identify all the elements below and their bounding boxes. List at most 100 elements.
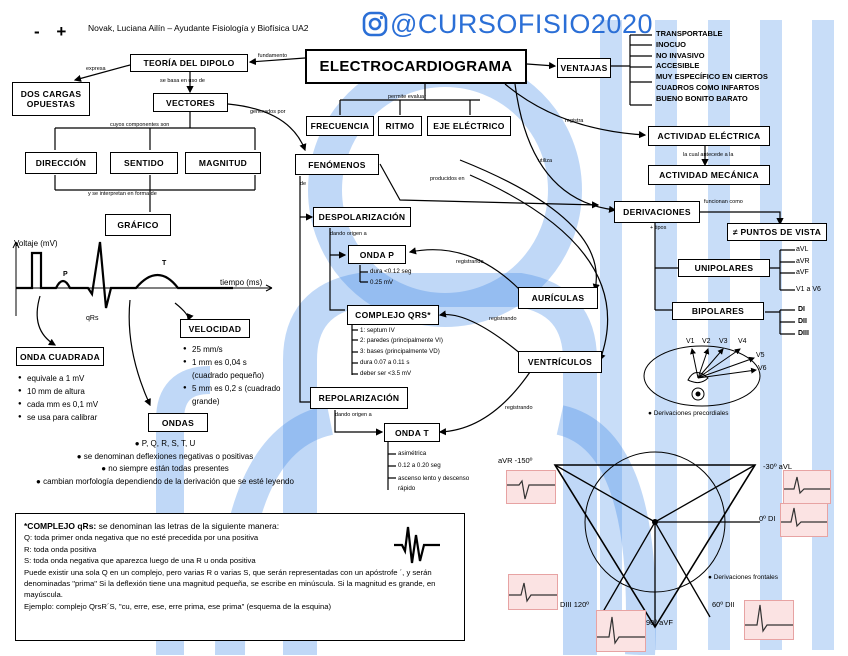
ondas-list: ● P, Q, R, S, T, U ● se denominan deflex…: [30, 438, 300, 488]
node-eje-electrico: EJE ELÉCTRICO: [427, 116, 511, 136]
qrs-detail: 3: bases (principalmente VD): [360, 348, 440, 355]
lead-label: DI: [798, 306, 805, 313]
qrs-detail: 1: septum IV: [360, 327, 395, 334]
node-puntos-de-vista: ≠ PUNTOS DE VISTA: [727, 223, 827, 241]
ecg-strip-avf: [596, 610, 646, 652]
node-direccion: DIRECCIÓN: [25, 152, 97, 174]
precordial-lead-label: V3: [719, 338, 728, 345]
list-item: ● P, Q, R, S, T, U: [134, 439, 196, 448]
onda-t-detail: 0.12 a 0.20 seg: [398, 462, 441, 469]
link-se-basa: se basa en uso de: [160, 78, 205, 84]
lead-label: V1 a V6: [796, 286, 821, 293]
ecg-strip-avr: [506, 470, 556, 504]
node-onda-p: ONDA P: [348, 245, 406, 264]
frontal-label-avr: aVR -150º: [498, 456, 533, 465]
graph-ylabel: Voltaje (mV): [14, 239, 58, 248]
frontal-label-dii: 60º DII: [712, 600, 735, 609]
link-generados: generados por: [250, 109, 286, 115]
link-dando2: dando origen a: [335, 412, 372, 418]
velocidad-list: 25 mm/s 1 mm es 0,04 s (cuadrado pequeño…: [183, 343, 283, 408]
link-producidos: producidos en: [430, 176, 465, 182]
list-item: ● no siempre están todas presentes: [101, 464, 229, 473]
ecg-graph: [12, 241, 273, 316]
qrs-note-line: S: toda onda negativa que aparezca luego…: [24, 556, 256, 566]
qrs-note-line: R: toda onda positiva: [24, 544, 97, 554]
qrs-note-line: Q: toda primer onda negativa que no esté…: [24, 533, 259, 543]
node-auriculas: AURÍCULAS: [518, 287, 598, 309]
link-expresa: expresa: [86, 66, 106, 72]
qrs-note-line: Ejemplo: complejo QrsR´S, "cu, erre, ese…: [24, 601, 332, 611]
lead-label: aVF: [796, 269, 809, 276]
lead-label: DII: [798, 318, 807, 325]
link-cuyos: cuyos componentes son: [110, 122, 170, 128]
list-item: 5 mm es 0,2 s (cuadrado grande): [183, 382, 283, 408]
frontal-label-avl: -30º aVL: [763, 462, 793, 471]
onda-p-detail: dura <0.12 seg: [370, 268, 412, 275]
node-ventriculos: VENTRÍCULOS: [518, 351, 602, 373]
node-complejo-qrs: COMPLEJO QRS*: [347, 305, 439, 325]
qrs-example-waveform: [394, 526, 440, 564]
graph-xlabel: tiempo (ms): [220, 278, 263, 287]
node-actividad-electrica: ACTIVIDAD ELÉCTRICA: [648, 126, 770, 146]
link-permite: permite evaluar: [388, 94, 426, 100]
lead-label: DIII: [798, 330, 809, 337]
node-grafico: GRÁFICO: [105, 214, 171, 236]
link-registrando3: registrando: [505, 405, 533, 411]
graph-t-label: T: [162, 260, 167, 267]
node-bipolares: BIPOLARES: [672, 302, 764, 320]
qrs-note-line: Puede existir una sola Q en un complejo,…: [24, 567, 436, 600]
frontal-label-avf: 90º aVF: [646, 618, 673, 627]
node-dos-cargas: DOS CARGAS OPUESTAS: [12, 82, 90, 116]
frontal-label-diii: DIII 120º: [560, 600, 590, 609]
node-magnitud: MAGNITUD: [185, 152, 261, 174]
node-vectores: VECTORES: [153, 93, 228, 112]
list-item: cada mm es 0,1 mV: [18, 398, 98, 411]
node-velocidad: VELOCIDAD: [180, 319, 250, 338]
precordial-lead-label: V5: [756, 352, 765, 359]
node-ventajas: VENTAJAS: [557, 58, 611, 78]
node-sentido: SENTIDO: [110, 152, 178, 174]
frontal-label-di: 0º DI: [759, 514, 776, 523]
link-tipos: + tipos: [650, 225, 667, 231]
node-teoria-dipolo: TEORÍA DEL DIPOLO: [130, 54, 248, 72]
ventaja-item: NO INVASIVO: [656, 50, 705, 60]
ventajas-list: TRANSPORTABLE INOCUO NO INVASIVO ACCESIB…: [656, 29, 776, 105]
ecg-strip-dii: [744, 600, 794, 640]
precordial-lead-label: V1: [686, 338, 695, 345]
social-handle: @CURSOFISIO2020: [390, 9, 653, 39]
qrs-note-heading: *COMPLEJO qRs: se denominan las letras d…: [24, 521, 280, 531]
lead-label: aVL: [796, 246, 809, 253]
precordial-lead-label: V2: [702, 338, 711, 345]
link-fundamento: fundamento: [258, 53, 288, 59]
link-de: de: [300, 181, 307, 187]
link-utiliza: utiliza: [538, 158, 553, 164]
node-onda-t: ONDA T: [384, 423, 440, 442]
precordial-lead-label: V4: [738, 338, 747, 345]
frontal-leads-diagram: [553, 451, 760, 629]
node-frecuencia: FRECUENCIA: [306, 116, 374, 136]
onda-p-detail: 0.25 mV: [370, 279, 394, 286]
link-registrando1: registrando: [456, 259, 484, 265]
node-unipolares: UNIPOLARES: [678, 259, 770, 277]
ecg-strip-diii: [508, 574, 558, 610]
ecg-strip-di: [780, 503, 828, 537]
minus-plus-sign: - +: [34, 22, 73, 41]
link-registra: registra: [565, 118, 584, 124]
onda-cuadrada-list: equivale a 1 mV 10 mm de altura cada mm …: [18, 372, 98, 424]
graph-p-label: P: [63, 271, 68, 278]
list-item: 25 mm/s: [183, 343, 283, 356]
link-dando1: dando origen a: [330, 231, 367, 237]
node-fenomenos: FENÓMENOS: [295, 154, 379, 175]
list-item: 1 mm es 0,04 s (cuadrado pequeño): [183, 356, 283, 382]
lead-label: aVR: [796, 258, 810, 265]
node-onda-cuadrada: ONDA CUADRADA: [16, 347, 104, 366]
ventaja-item: ACCESIBLE: [656, 61, 700, 71]
main-title: ELECTROCARDIOGRAMA: [305, 49, 527, 84]
ventaja-item: MUY ESPECÍFICO EN CIERTOS CUADROS COMO I…: [656, 72, 768, 92]
precordial-caption: ● Derivaciones precordiales: [648, 410, 729, 417]
precordial-lead-label: V6: [758, 365, 767, 372]
link-funcionan: funcionan como: [704, 199, 743, 205]
graph-qrs-label: qRs: [86, 315, 99, 322]
list-item: ● se denominan deflexiones negativas o p…: [76, 451, 254, 461]
node-repolarizacion: REPOLARIZACIÓN: [310, 387, 408, 409]
